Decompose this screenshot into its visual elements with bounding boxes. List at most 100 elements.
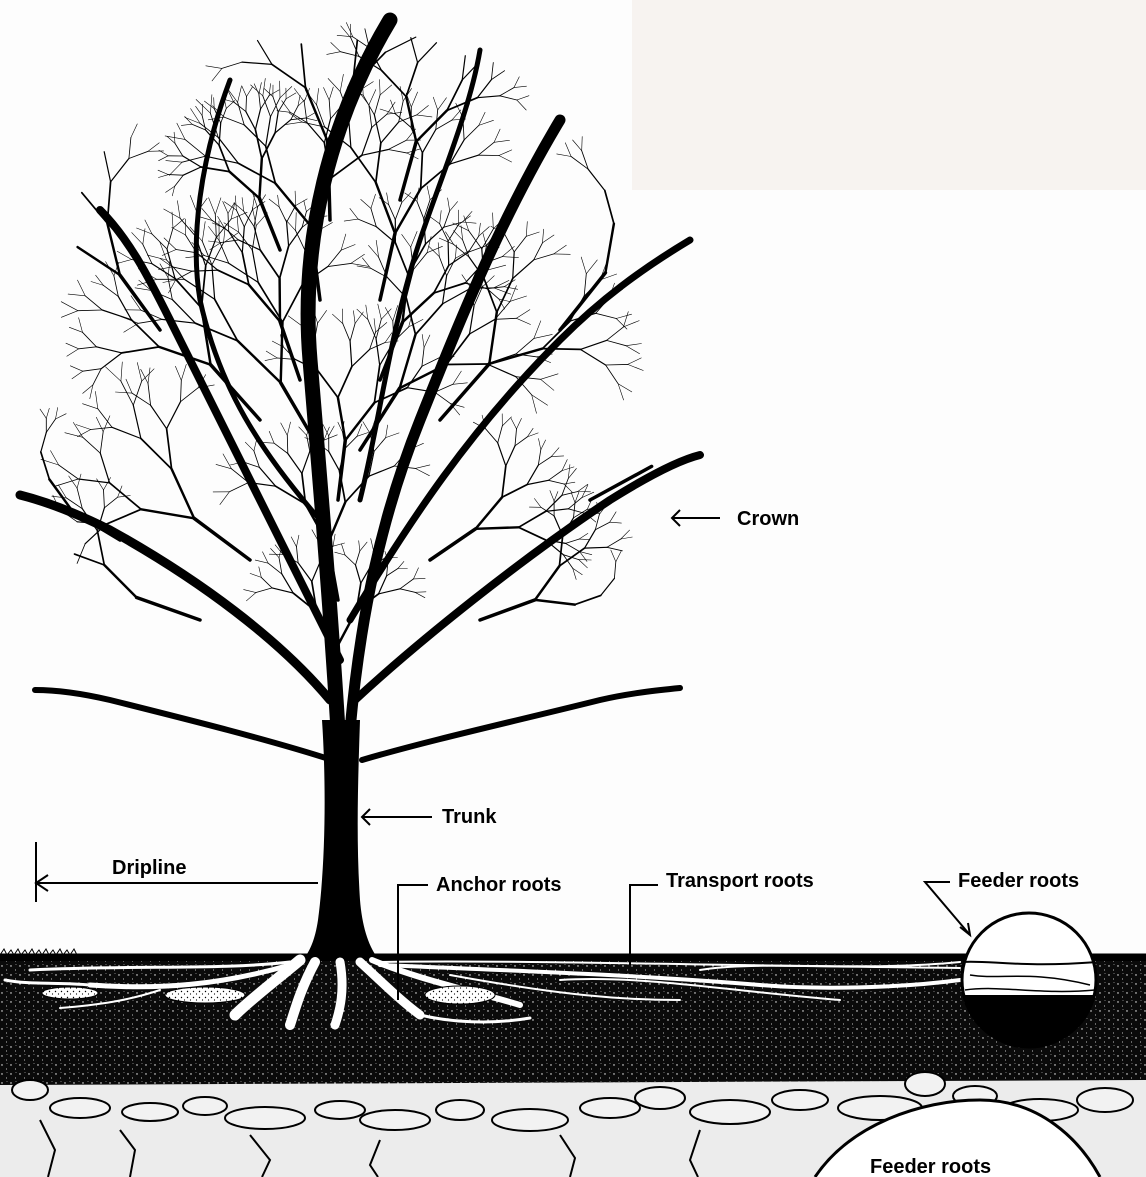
twig — [68, 294, 85, 296]
twig — [297, 535, 299, 547]
twig — [258, 41, 273, 65]
twig — [290, 112, 307, 122]
twig — [69, 476, 77, 488]
twig — [495, 318, 516, 319]
twig — [362, 150, 389, 156]
twig — [215, 215, 216, 238]
twig — [204, 101, 214, 109]
twig — [246, 112, 256, 130]
twig — [535, 600, 575, 605]
twig — [344, 219, 358, 221]
twig — [93, 369, 101, 385]
twig — [275, 183, 310, 225]
twig — [242, 86, 247, 97]
twig — [78, 310, 102, 311]
twig — [301, 44, 305, 88]
twig — [266, 146, 276, 183]
twig — [440, 364, 489, 420]
twig — [606, 364, 628, 365]
twig — [353, 311, 355, 324]
twig — [580, 340, 606, 349]
twig — [551, 448, 559, 457]
twig — [491, 71, 504, 80]
twig — [238, 341, 281, 383]
twig — [158, 170, 169, 174]
twig — [172, 228, 186, 235]
twig — [78, 430, 91, 437]
twig — [500, 88, 514, 96]
twig — [195, 323, 237, 341]
twig — [115, 392, 132, 393]
twig — [376, 183, 395, 234]
twig — [381, 122, 399, 143]
twig — [254, 451, 260, 468]
twig — [550, 491, 554, 502]
twig — [499, 299, 510, 302]
twig — [132, 233, 143, 245]
twig — [510, 296, 526, 301]
twig — [46, 408, 49, 418]
twig — [361, 199, 371, 208]
twig — [573, 140, 582, 151]
twig — [624, 312, 629, 327]
twig — [181, 364, 186, 380]
twig — [138, 319, 162, 323]
twig — [366, 305, 368, 320]
twig — [196, 100, 210, 114]
twig — [329, 100, 330, 119]
twig — [596, 313, 617, 318]
twig — [372, 114, 387, 127]
twig — [268, 563, 282, 574]
twig — [415, 592, 425, 597]
twig — [618, 384, 624, 400]
twig — [148, 368, 150, 384]
twig — [469, 231, 482, 249]
twig — [304, 102, 307, 123]
twig — [259, 198, 280, 250]
twig — [534, 321, 541, 339]
twig — [345, 555, 356, 565]
twig — [538, 457, 551, 466]
twig — [588, 169, 605, 190]
twig — [350, 208, 358, 219]
twig — [595, 522, 609, 530]
twig — [324, 88, 330, 101]
twig — [446, 364, 487, 365]
twig — [543, 229, 544, 243]
twig — [499, 150, 512, 156]
twig — [133, 405, 141, 438]
twig — [126, 379, 132, 393]
transport-roots-leader — [630, 885, 658, 965]
twig — [534, 499, 541, 508]
twig — [539, 439, 541, 450]
twig — [175, 143, 183, 156]
twig — [494, 129, 500, 142]
twig — [406, 97, 416, 142]
twig — [210, 243, 221, 250]
twig — [388, 150, 406, 153]
twig — [376, 323, 387, 333]
twig — [176, 250, 197, 253]
twig — [606, 365, 619, 384]
twig — [185, 117, 192, 125]
twig — [551, 456, 563, 457]
twig — [269, 431, 274, 443]
twig — [287, 435, 288, 453]
twig — [224, 223, 239, 232]
twig — [212, 223, 224, 228]
twig — [275, 120, 291, 133]
twig — [519, 511, 546, 527]
twig — [511, 419, 516, 429]
twig — [430, 529, 476, 560]
twig — [167, 402, 181, 429]
twig — [470, 319, 496, 334]
twig — [202, 104, 203, 115]
twig — [202, 266, 206, 308]
twig — [297, 547, 299, 563]
twig — [121, 362, 122, 381]
twig — [67, 349, 79, 356]
twig — [287, 422, 290, 435]
twig — [614, 562, 615, 579]
twig — [579, 533, 588, 539]
